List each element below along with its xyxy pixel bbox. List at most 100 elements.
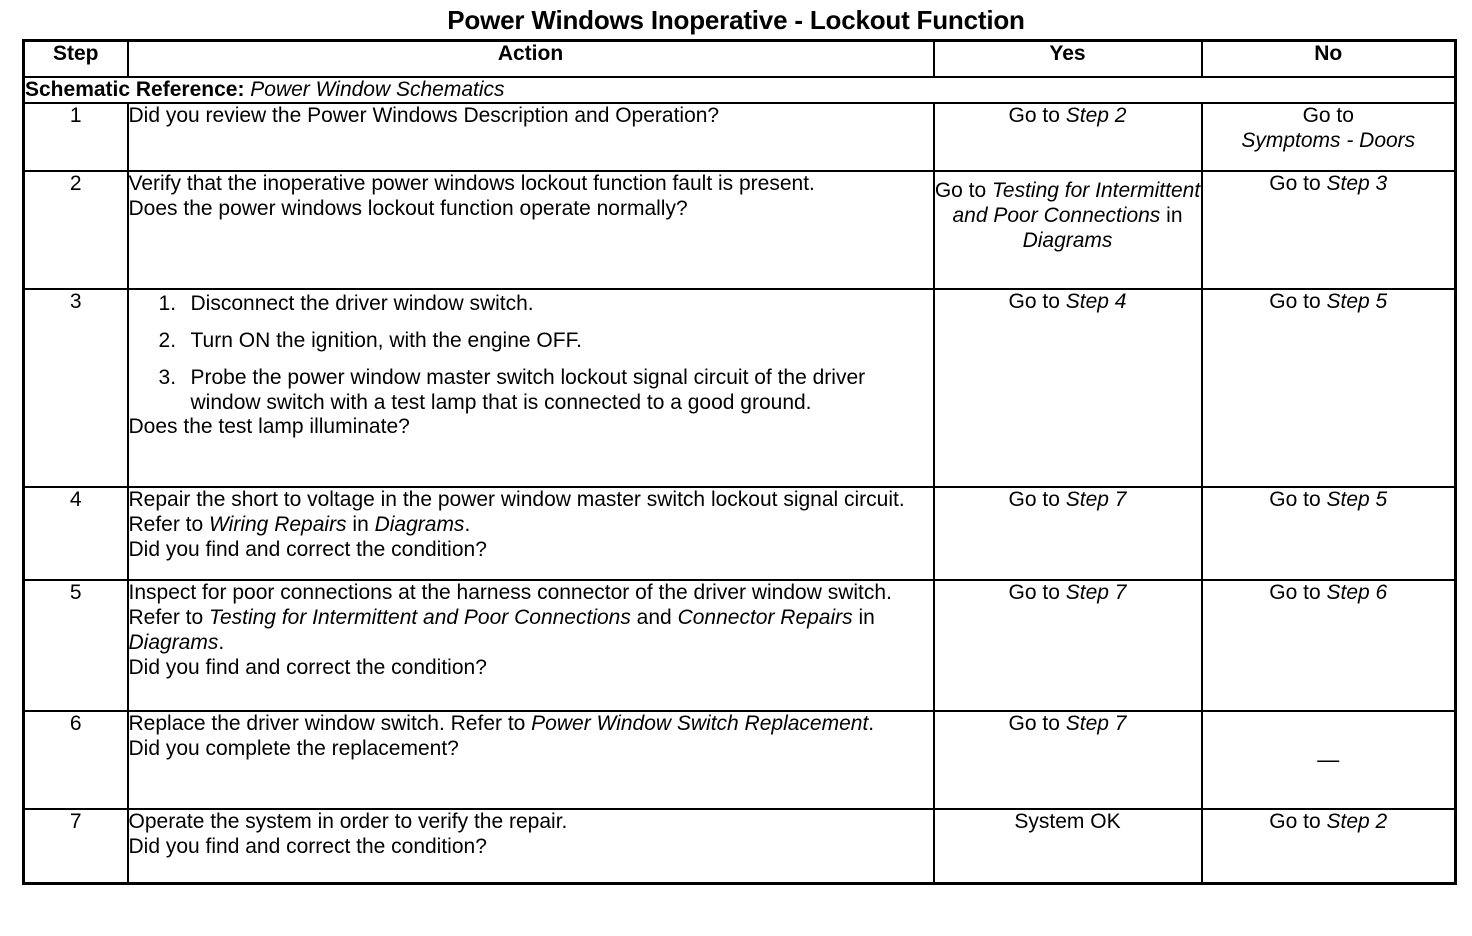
- action-ref: Wiring Repairs: [209, 513, 347, 537]
- column-header-step: Step: [22, 39, 129, 78]
- branch-yes-text: Go to: [934, 179, 993, 203]
- branch-yes-target: Step 7: [1065, 581, 1127, 605]
- header-row: Step Action Yes No: [22, 39, 1457, 78]
- schematic-reference-value[interactable]: Power Window Schematics: [250, 77, 505, 101]
- branch-yes-text: Go to: [1008, 104, 1066, 128]
- list-item: Probe the power window master switch loc…: [159, 365, 866, 414]
- action-line: Inspect for poor connections at the harn…: [129, 581, 933, 655]
- action-question: Did you find and correct the condition?: [128, 537, 487, 561]
- step-number: 3: [22, 288, 129, 489]
- step-action: Replace the driver window switch. Refer …: [126, 710, 935, 811]
- branch-yes[interactable]: System OK: [932, 808, 1203, 885]
- branch-yes-target: Testing for Intermittent and Poor Connec…: [952, 179, 1201, 228]
- action-line: Did you review the Power Windows Descrip…: [128, 104, 720, 128]
- action-text: Inspect for poor connections at the harn…: [128, 581, 892, 630]
- page-title: Power Windows Inoperative - Lockout Func…: [447, 5, 1025, 35]
- step-number: 6: [22, 710, 129, 811]
- action-text: .: [464, 513, 471, 537]
- branch-yes-target: Step 2: [1065, 104, 1127, 128]
- branch-yes-target2: Diagrams: [1022, 228, 1113, 252]
- action-text: Replace the driver window switch. Refer …: [128, 712, 532, 736]
- table-row: 7 Operate the system in order to verify …: [22, 808, 1457, 885]
- branch-no[interactable]: Go to Step 2: [1200, 808, 1457, 885]
- branch-no[interactable]: Go to Step 5: [1200, 288, 1457, 489]
- list-item: Disconnect the driver window switch.: [159, 292, 534, 317]
- branch-yes-target: Step 7: [1065, 712, 1127, 736]
- action-line: Replace the driver window switch. Refer …: [129, 712, 933, 737]
- action-ref: Diagrams: [128, 630, 219, 654]
- action-text: .: [218, 630, 225, 654]
- branch-no[interactable]: Go to Step 5: [1200, 486, 1457, 582]
- branch-no-target: Step 3: [1326, 172, 1388, 196]
- branch-no-target: Step 6: [1326, 581, 1388, 605]
- action-question: Does the test lamp illuminate?: [128, 415, 410, 439]
- action-question: Did you find and correct the condition?: [128, 655, 487, 679]
- branch-no-target: Step 5: [1326, 488, 1388, 512]
- branch-no-target: Step 2: [1326, 810, 1388, 834]
- schematic-reference-cell: Schematic Reference: Power Window Schema…: [22, 75, 1457, 105]
- table-row: 2 Verify that the inoperative power wind…: [22, 170, 1457, 291]
- column-header-yes: Yes: [932, 39, 1203, 78]
- schematic-reference-row: Schematic Reference: Power Window Schema…: [22, 75, 1457, 105]
- branch-no-target: Step 5: [1326, 290, 1388, 314]
- step-number: 5: [22, 579, 129, 713]
- branch-yes-text: Go to: [1008, 581, 1066, 605]
- table-body: Schematic Reference: Power Window Schema…: [22, 75, 1457, 885]
- action-text: Repair the short to voltage in the power…: [128, 488, 905, 537]
- step-action: Did you review the Power Windows Descrip…: [126, 102, 935, 173]
- action-text: .: [868, 712, 875, 736]
- branch-yes-target: Step 7: [1065, 488, 1127, 512]
- table-header: Step Action Yes No: [22, 39, 1457, 78]
- action-numbered-list: Disconnect the driver window switch. Tur…: [129, 292, 933, 415]
- branch-no[interactable]: —: [1200, 710, 1457, 811]
- branch-no[interactable]: Go to Step 6: [1200, 579, 1457, 713]
- branch-no-text: Go to: [1269, 290, 1327, 314]
- action-line: Operate the system in order to verify th…: [128, 810, 568, 834]
- branch-no-text: Go to: [1269, 488, 1327, 512]
- branch-yes-target: Step 4: [1065, 290, 1127, 314]
- branch-yes[interactable]: Go to Step 7: [932, 579, 1203, 713]
- table-row: 3 Disconnect the driver window switch. T…: [22, 288, 1457, 489]
- branch-no-text: Go to: [1269, 581, 1327, 605]
- branch-yes-text: Go to: [1008, 290, 1066, 314]
- branch-yes[interactable]: Go to Testing for Intermittent and Poor …: [932, 170, 1203, 291]
- branch-yes-text: Go to: [1008, 488, 1066, 512]
- branch-yes[interactable]: Go to Step 7: [932, 710, 1203, 811]
- table-row: 5 Inspect for poor connections at the ha…: [22, 579, 1457, 713]
- branch-no-text: Go to: [1269, 810, 1327, 834]
- column-header-no: No: [1200, 39, 1457, 78]
- step-action: Verify that the inoperative power window…: [126, 170, 935, 291]
- step-number: 1: [22, 102, 129, 173]
- branch-no[interactable]: Go to Symptoms - Doors: [1200, 102, 1457, 173]
- step-number: 4: [22, 486, 129, 582]
- action-line: Verify that the inoperative power window…: [128, 172, 815, 196]
- action-ref: Connector Repairs: [677, 606, 853, 630]
- branch-yes[interactable]: Go to Step 7: [932, 486, 1203, 582]
- branch-no-text: —: [1317, 746, 1340, 772]
- branch-yes-text: Go to: [1008, 712, 1066, 736]
- column-header-action: Action: [126, 39, 935, 78]
- action-question: Does the power windows lockout function …: [128, 197, 688, 221]
- step-number: 7: [22, 808, 129, 885]
- branch-no[interactable]: Go to Step 3: [1200, 170, 1457, 291]
- action-ref: Power Window Switch Replacement: [531, 712, 869, 736]
- branch-no-text: Go to: [1302, 104, 1354, 128]
- diagnostic-table: Step Action Yes No Schematic Reference: …: [22, 38, 1457, 885]
- table-row: 4 Repair the short to voltage in the pow…: [22, 486, 1457, 582]
- step-action: Operate the system in order to verify th…: [126, 808, 935, 885]
- action-line: Repair the short to voltage in the power…: [129, 488, 933, 538]
- step-action: Inspect for poor connections at the harn…: [126, 579, 935, 713]
- action-ref: Diagrams: [374, 513, 465, 537]
- action-ref: Testing for Intermittent and Poor Connec…: [209, 606, 631, 630]
- branch-yes-connector: in: [1160, 204, 1183, 228]
- action-text: in: [852, 606, 875, 630]
- table-row: 6 Replace the driver window switch. Refe…: [22, 710, 1457, 811]
- branch-yes[interactable]: Go to Step 2: [932, 102, 1203, 173]
- action-text: and: [630, 606, 678, 630]
- branch-yes[interactable]: Go to Step 4: [932, 288, 1203, 489]
- branch-no-text: Go to: [1269, 172, 1327, 196]
- list-item: Turn ON the ignition, with the engine OF…: [159, 329, 582, 354]
- step-action: Disconnect the driver window switch. Tur…: [126, 288, 935, 489]
- branch-yes-text: System OK: [1014, 810, 1121, 834]
